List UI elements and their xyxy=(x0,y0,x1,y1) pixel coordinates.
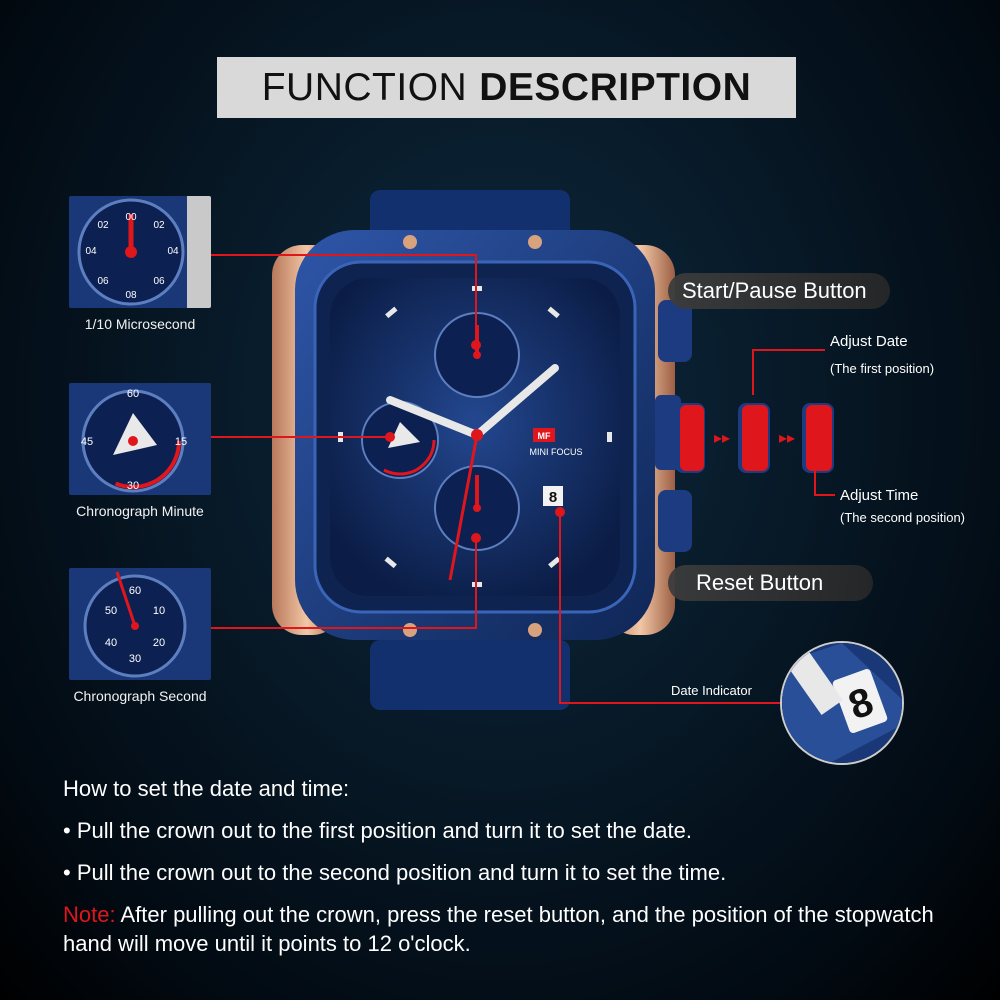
minute-tick-15: 15 xyxy=(175,436,187,448)
svg-text:▸▸: ▸▸ xyxy=(779,428,795,447)
minute-tick-45: 45 xyxy=(81,436,93,448)
date-indicator-label: Date Indicator xyxy=(671,683,752,698)
micro-tick-06: 06 xyxy=(153,276,165,287)
watch-illustration: MF MINI FOCUS 8 xyxy=(272,190,692,710)
caption-second: Chronograph Second xyxy=(73,688,207,704)
instructions-heading: How to set the date and time: xyxy=(63,776,350,801)
micro-tick-02b: 02 xyxy=(97,220,109,231)
watch-logo: MF xyxy=(538,431,551,441)
second-tick-50: 50 xyxy=(105,605,117,617)
minute-tick-60: 60 xyxy=(127,388,139,400)
note-text: After pulling out the crown, press the r… xyxy=(63,902,934,956)
adjust-time-sub: (The second position) xyxy=(840,510,966,525)
reset-label: Reset Button xyxy=(668,565,873,601)
micro-tick-00: 00 xyxy=(125,212,137,223)
caption-microsecond: 1/10 Microsecond xyxy=(84,316,196,332)
adjust-date-label: Adjust Date xyxy=(830,333,908,350)
instructions: How to set the date and time: • Pull the… xyxy=(63,775,963,972)
second-tick-60: 60 xyxy=(129,585,141,597)
second-tick-20: 20 xyxy=(153,637,165,649)
second-tick-30: 30 xyxy=(129,653,141,665)
watch-brand: MINI FOCUS xyxy=(530,447,583,457)
title-banner: FUNCTION DESCRIPTION xyxy=(217,57,796,118)
adjust-time-label: Adjust Time xyxy=(840,487,919,504)
crown-positions-graphic: ▸▸ ▸▸ xyxy=(675,403,834,473)
minute-tick-30: 30 xyxy=(127,480,139,492)
micro-tick-04: 04 xyxy=(167,246,179,257)
instructions-note: Note: After pulling out the crown, press… xyxy=(63,901,963,957)
instructions-bullet-2: • Pull the crown out to the second posit… xyxy=(63,860,727,886)
caption-minute: Chronograph Minute xyxy=(76,503,204,519)
adjust-date-sub: (The first position) xyxy=(830,361,935,376)
date-indicator-zoom: 8 xyxy=(780,641,904,765)
title-light: FUNCTION xyxy=(261,65,468,109)
second-tick-40: 40 xyxy=(105,637,117,649)
watch-date: 8 xyxy=(549,489,557,506)
instructions-bullet-1: • Pull the crown out to the first positi… xyxy=(63,818,692,844)
thumb-microsecond: 00 02 04 06 08 06 04 02 xyxy=(69,196,211,308)
note-label: Note: xyxy=(63,902,116,928)
thumb-minute: 60 15 30 45 xyxy=(69,383,211,495)
thumb-second: 60 10 20 30 40 50 xyxy=(69,568,211,680)
start-pause-label: Start/Pause Button xyxy=(668,273,890,309)
micro-tick-06b: 06 xyxy=(97,276,109,287)
title-bold: DESCRIPTION xyxy=(479,65,752,109)
micro-tick-02: 02 xyxy=(153,220,165,231)
micro-tick-08: 08 xyxy=(125,290,137,301)
micro-tick-04b: 04 xyxy=(85,246,97,257)
second-tick-10: 10 xyxy=(153,605,165,617)
svg-text:▸▸: ▸▸ xyxy=(714,428,730,447)
